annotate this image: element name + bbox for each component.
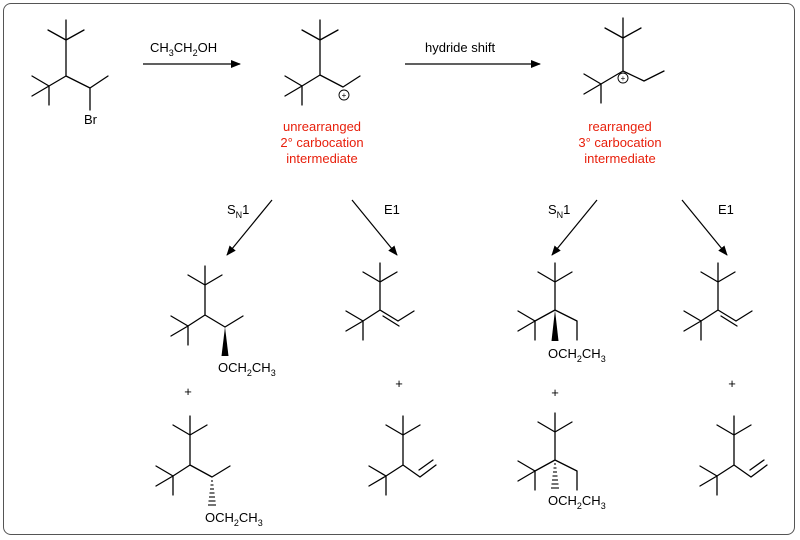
pathway-arrows: SN1 E1 SN1 E1 (226, 199, 734, 256)
svg-text:3° carbocation: 3° carbocation (578, 135, 661, 150)
ethoxy-label: OCH2CH3 (548, 346, 606, 364)
e1-alkene-product-terminal (368, 415, 437, 496)
svg-text:rearranged: rearranged (588, 119, 652, 134)
reagent-arrow: CH3CH2OH (143, 40, 241, 68)
e1-alkene-product-internal (345, 262, 415, 341)
starting-alkyl-bromide: Br (31, 19, 109, 127)
sn1-ether-product-wedge: OCH2CH3 (170, 265, 276, 378)
plus-sign: + (184, 384, 192, 399)
positive-charge: + (621, 74, 626, 83)
e1-label: E1 (718, 202, 734, 217)
plus-sign: + (395, 376, 403, 391)
hydride-shift-label: hydride shift (425, 40, 495, 55)
sn1-ether-product-hash: OCH2CH3 (155, 415, 263, 528)
diagram-frame (3, 3, 795, 535)
positive-charge: + (342, 91, 347, 100)
tertiary-carbocation: + (583, 17, 665, 104)
sn1-label: SN1 (227, 202, 249, 220)
ethoxy-label: OCH2CH3 (548, 493, 606, 511)
plus-sign: + (551, 385, 559, 400)
sn1-label: SN1 (548, 202, 570, 220)
hydride-shift-arrow: hydride shift (405, 40, 541, 68)
svg-text:intermediate: intermediate (584, 151, 656, 166)
sn1-ether-rearranged-hash: OCH2CH3 (517, 412, 606, 511)
unrearranged-label: unrearranged 2° carbocation intermediate (280, 119, 363, 166)
ethoxy-label: OCH2CH3 (205, 510, 263, 528)
e1-alkene-rearranged-terminal (699, 415, 768, 496)
rearranged-label: rearranged 3° carbocation intermediate (578, 119, 661, 166)
svg-text:unrearranged: unrearranged (283, 119, 361, 134)
secondary-carbocation: + (284, 19, 361, 106)
bromine-label: Br (84, 112, 98, 127)
svg-text:2° carbocation: 2° carbocation (280, 135, 363, 150)
sn1-ether-rearranged-wedge: OCH2CH3 (517, 262, 606, 364)
e1-alkene-rearranged-internal (683, 262, 753, 341)
reagent-ethanol: CH3CH2OH (150, 40, 217, 58)
svg-text:intermediate: intermediate (286, 151, 358, 166)
ethoxy-label: OCH2CH3 (218, 360, 276, 378)
e1-label: E1 (384, 202, 400, 217)
plus-sign: + (728, 376, 736, 391)
